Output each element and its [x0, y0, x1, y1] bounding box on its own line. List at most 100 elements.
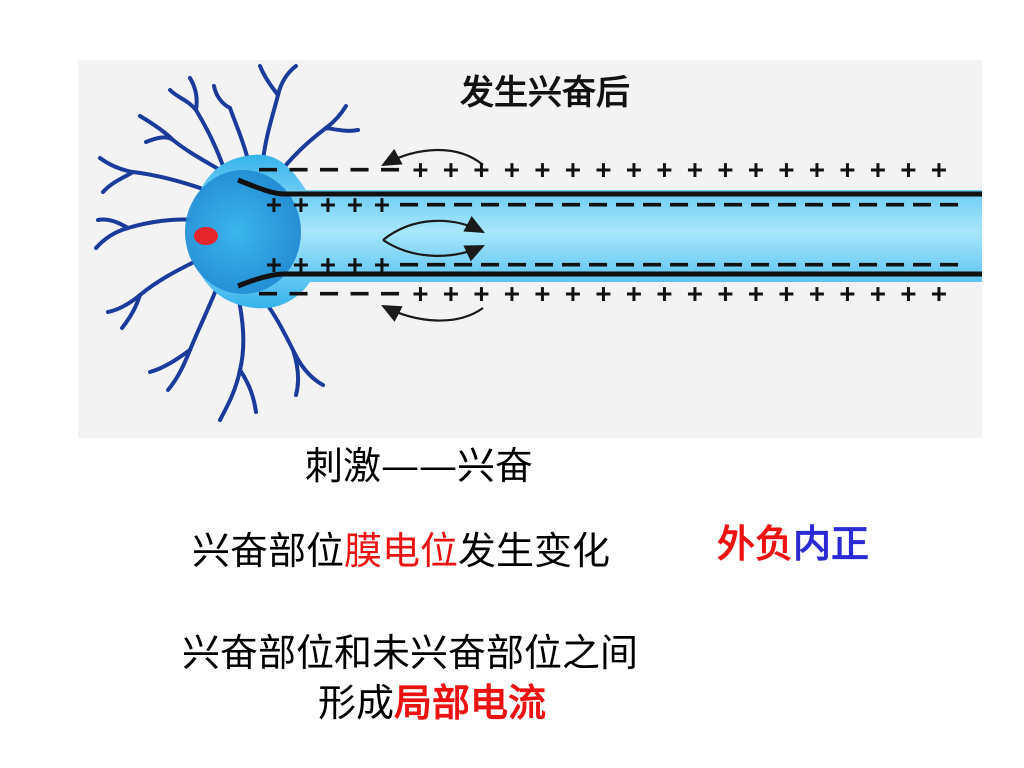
answer-outer: 外负	[717, 522, 794, 566]
positive-charge: +	[779, 155, 795, 185]
negative-charge: –	[427, 186, 446, 221]
negative-charge: –	[805, 186, 824, 221]
positive-charge: +	[657, 279, 673, 309]
negative-charge: –	[400, 186, 419, 221]
negative-charge: –	[859, 186, 878, 221]
positive-charge: +	[320, 190, 336, 220]
positive-charge: +	[504, 155, 520, 185]
positive-charge: +	[347, 250, 363, 280]
soma	[190, 154, 982, 309]
negative-charge: –	[562, 186, 581, 221]
negative-charge: –	[751, 186, 770, 221]
positive-charge: +	[779, 279, 795, 309]
positive-charge: +	[293, 190, 309, 220]
negative-charge: –	[697, 246, 716, 281]
negative-charge: –	[913, 186, 932, 221]
negative-charge: –	[589, 186, 608, 221]
negative-charge: –	[400, 246, 419, 281]
negative-charge: –	[320, 275, 339, 310]
positive-charge: +	[374, 190, 390, 220]
negative-charge: –	[751, 246, 770, 281]
positive-charge: +	[413, 155, 429, 185]
negative-charge: –	[724, 186, 743, 221]
positive-charge: +	[687, 279, 703, 309]
answer-outer-negative-inner-positive: 外负内正	[717, 513, 869, 568]
negative-charge: –	[259, 275, 278, 310]
negative-charge: –	[289, 275, 308, 310]
negative-charge: –	[670, 246, 689, 281]
negative-charge: –	[259, 151, 278, 186]
arrow-outer-top	[381, 148, 484, 167]
negative-charge: –	[724, 246, 743, 281]
positive-charge: +	[626, 279, 642, 309]
positive-charge: +	[535, 279, 551, 309]
positive-charge: +	[840, 155, 856, 185]
arrow-inner-bottom	[382, 239, 485, 262]
positive-charge: +	[504, 279, 520, 309]
positive-charge: +	[443, 155, 459, 185]
local-current-arrows	[381, 148, 485, 322]
neuron-illustration: 发生兴奋后	[94, 64, 982, 422]
positive-charge: +	[901, 155, 917, 185]
arrow-inner-top	[382, 215, 485, 241]
positive-charge: +	[809, 279, 825, 309]
caption-2-highlight: 膜电位	[344, 529, 459, 573]
positive-charge: +	[870, 279, 886, 309]
positive-charge: +	[901, 279, 917, 309]
positive-charge: +	[266, 250, 282, 280]
caption-2-part-1: 兴奋部位	[192, 529, 345, 573]
axon-membrane-top	[237, 177, 982, 197]
positive-charge: +	[870, 155, 886, 185]
negative-charge: –	[832, 186, 851, 221]
positive-charge: +	[840, 279, 856, 309]
figure-title: 发生兴奋后	[460, 73, 630, 113]
positive-charge: +	[931, 279, 947, 309]
neuron-diagram: 发生兴奋后	[78, 60, 982, 438]
negative-charge: –	[481, 186, 500, 221]
negative-charge: –	[454, 246, 473, 281]
negative-charge: –	[913, 246, 932, 281]
negative-charge: –	[643, 246, 662, 281]
caption-2-part-3: 发生变化	[458, 529, 611, 573]
negative-charge: –	[535, 186, 554, 221]
positive-charge: +	[535, 155, 551, 185]
charges-bottom-outer: –––––++++++++++++++++++	[259, 275, 947, 310]
positive-charge: +	[293, 250, 309, 280]
caption-stimulus-excitation: 刺激——兴奋	[305, 444, 534, 488]
negative-charge: –	[481, 246, 500, 281]
negative-charge: –	[778, 186, 797, 221]
positive-charge: +	[320, 250, 336, 280]
positive-charge: +	[596, 155, 612, 185]
positive-charge: +	[474, 279, 490, 309]
negative-charge: –	[454, 186, 473, 221]
negative-charge: –	[381, 151, 400, 186]
caption-4-part-1: 形成	[318, 681, 395, 725]
soma-body	[185, 170, 301, 294]
positive-charge: +	[718, 155, 734, 185]
positive-charge: +	[657, 155, 673, 185]
positive-charge: +	[347, 190, 363, 220]
dendrites	[94, 64, 360, 422]
caption-between-regions: 兴奋部位和未兴奋部位之间	[182, 631, 639, 675]
negative-charge: –	[940, 186, 959, 221]
positive-charge: +	[266, 190, 282, 220]
negative-charge: –	[940, 246, 959, 281]
negative-charge: –	[589, 246, 608, 281]
negative-charge: –	[289, 151, 308, 186]
negative-charge: –	[320, 151, 339, 186]
negative-charge: –	[670, 186, 689, 221]
negative-charge: –	[350, 275, 369, 310]
caption-4-highlight: 局部电流	[394, 681, 547, 725]
positive-charge: +	[596, 279, 612, 309]
negative-charge: –	[859, 246, 878, 281]
negative-charge: –	[778, 246, 797, 281]
negative-charge: –	[616, 246, 635, 281]
negative-charge: –	[697, 186, 716, 221]
positive-charge: +	[565, 279, 581, 309]
negative-charge: –	[508, 186, 527, 221]
charges-bottom-inner: +++++–––––––––––––––––––––	[266, 246, 959, 281]
negative-charge: –	[643, 186, 662, 221]
positive-charge: +	[687, 155, 703, 185]
charges-top-outer: –––––++++++++++++++++++	[259, 151, 947, 186]
positive-charge: +	[718, 279, 734, 309]
